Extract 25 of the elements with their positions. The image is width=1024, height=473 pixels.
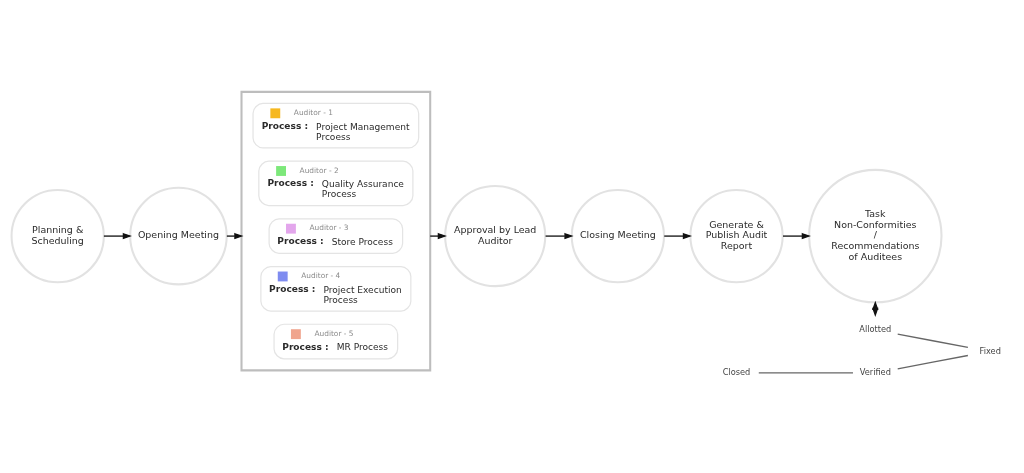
cluster (240, 90, 432, 372)
node-text: Allotted (859, 324, 892, 335)
node-box: Auditor - 2 Process : Quality Assurance Process (258, 160, 414, 207)
node-circle: Task Non-Conformities / Recommendations of Auditees (808, 168, 943, 304)
node-circle: Opening Meeting (129, 186, 228, 286)
node-box: Auditor - 4 Process : Project Execution Process (260, 265, 412, 312)
arrow (544, 232, 574, 240)
connector (897, 333, 969, 349)
node-text: Closed (722, 366, 751, 377)
node-box: Auditor - 1 Process : Project Management Prcoess (252, 102, 420, 149)
connector (758, 372, 854, 374)
arrow (226, 232, 244, 240)
node-box: Auditor - 5 Process : MR Process (273, 323, 399, 360)
node-circle: Closing Meeting (570, 188, 666, 284)
node-text: Verified (859, 366, 891, 377)
connector (897, 354, 969, 370)
node-text: Fixed (979, 345, 1001, 356)
arrow (782, 232, 811, 240)
node-circle: Approval by Lead Auditor (444, 185, 547, 288)
arrow (663, 232, 693, 240)
node-circle: Generate & Publish Audit Report (689, 188, 784, 284)
arrow (103, 232, 132, 240)
node-circle: Planning & Scheduling (10, 188, 105, 284)
node-box: Auditor - 3 Process : Store Process (268, 218, 404, 254)
arrow (429, 232, 447, 240)
